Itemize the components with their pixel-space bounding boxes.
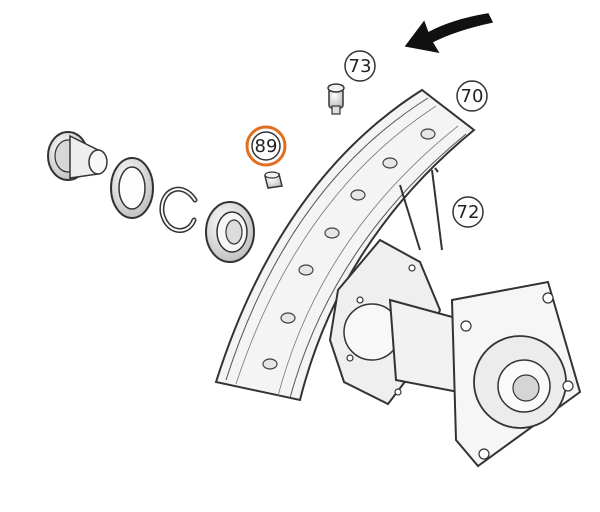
rotation-direction-arrow-icon [404, 13, 494, 54]
shaft-seal[interactable] [110, 157, 154, 219]
circlip[interactable] [159, 186, 198, 233]
axle-spacer[interactable] [47, 131, 108, 181]
callout-89[interactable]: 89 [245, 125, 287, 167]
spoke-nipple[interactable] [327, 83, 345, 115]
callout-72-label: 72 [457, 202, 480, 223]
wheel-bearing[interactable] [205, 201, 255, 263]
callout-70[interactable]: 70 [456, 80, 488, 112]
hub-bolt-holes [346, 264, 574, 460]
valve-cap[interactable] [264, 171, 283, 189]
highlight-ring [245, 125, 287, 167]
callout-72[interactable]: 72 [452, 196, 484, 228]
rim-spoke-holes [262, 128, 436, 370]
callout-70-label: 70 [461, 86, 484, 107]
rim[interactable] [214, 88, 476, 402]
callout-73-label: 73 [349, 56, 372, 77]
callout-73[interactable]: 73 [344, 50, 376, 82]
callout-89-label: 89 [255, 136, 278, 157]
wheel-hub[interactable] [328, 238, 582, 468]
spokes[interactable] [399, 167, 443, 251]
